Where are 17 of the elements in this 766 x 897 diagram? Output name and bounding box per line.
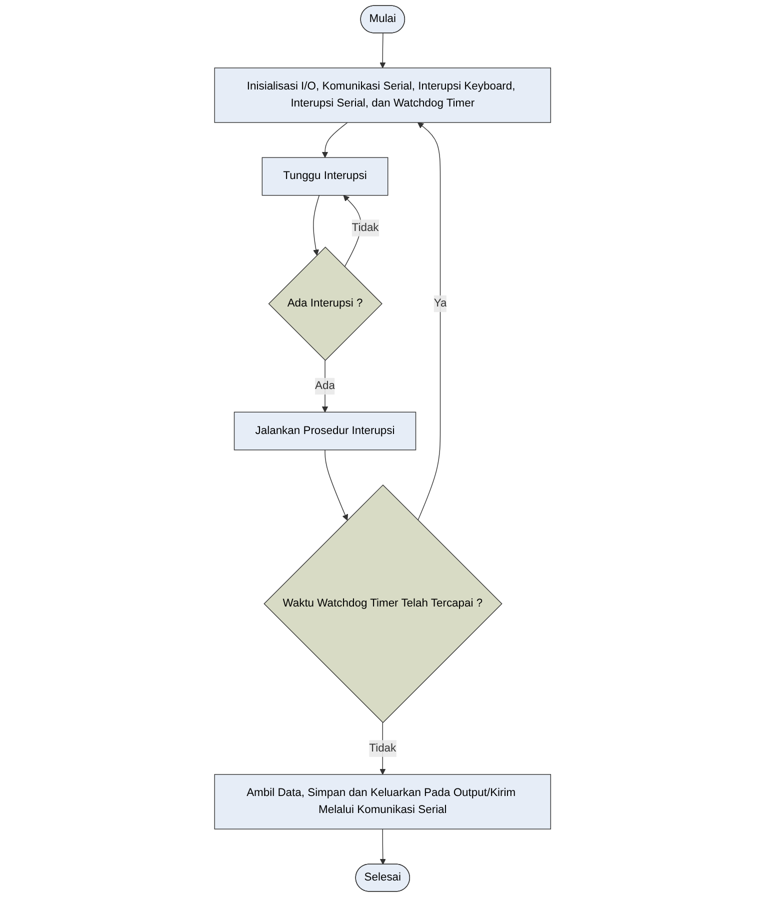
node-box: Tunggu Interupsi	[262, 157, 389, 196]
arrow	[380, 828, 386, 865]
node-diamond: Ada Interupsi ?	[268, 246, 383, 361]
edge-label: Tidak	[370, 742, 396, 754]
arrow	[322, 360, 328, 412]
arrow	[418, 122, 441, 521]
edge-label: Ada	[315, 380, 336, 392]
edge-label: Tidak	[352, 222, 380, 234]
node-box: Inisialisasi I/O, Komunikasi Serial, Interupsi Keyboard, Interupsi Serial, dan Watchdog Timer	[214, 68, 552, 123]
node-box: Jalankan Prosedur Interupsi	[234, 412, 416, 450]
arrow	[322, 122, 348, 158]
node-box: Ambil Data, Simpan dan Keluarkan Pada Output/Kirim Melalui Komunikasi Serial	[214, 774, 552, 830]
arrow	[325, 450, 348, 521]
edge-label: Ya	[434, 297, 448, 310]
arrow	[380, 32, 386, 68]
node-diamond: Waktu Watchdog Timer Telah Tercapai ?	[264, 484, 503, 724]
arrow	[313, 195, 320, 256]
